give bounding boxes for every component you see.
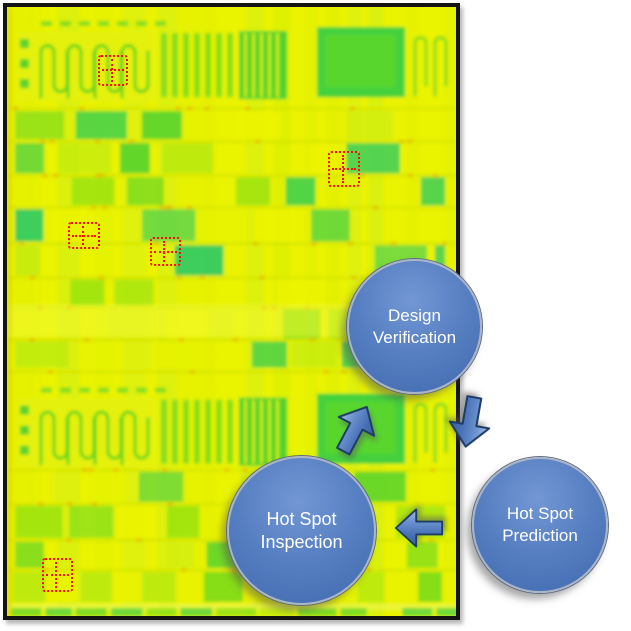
hotspot-marker	[328, 151, 360, 187]
node-label-line: Prediction	[502, 526, 578, 545]
hotspot-marker	[150, 237, 181, 266]
hotspot-marker	[68, 222, 100, 249]
node-label-line: Hot Spot	[266, 508, 337, 529]
hotspot-marker	[98, 55, 128, 86]
hotspot-marker	[42, 558, 73, 592]
node-hot-spot-inspection: Hot Spot Inspection	[227, 456, 376, 605]
arrow-verification-to-prediction-icon	[448, 395, 491, 448]
node-hot-spot-prediction: Hot Spot Prediction	[472, 457, 608, 593]
node-label-line: Inspection	[260, 531, 343, 552]
arrow-inspection-to-verification-icon	[336, 405, 376, 456]
node-label-line: Design	[388, 305, 441, 325]
node-label-line: Hot Spot	[506, 504, 574, 523]
arrow-prediction-to-inspection-icon	[394, 508, 444, 548]
node-design-verification: Design Verification	[347, 259, 482, 394]
node-label-line: Verification	[372, 327, 457, 347]
